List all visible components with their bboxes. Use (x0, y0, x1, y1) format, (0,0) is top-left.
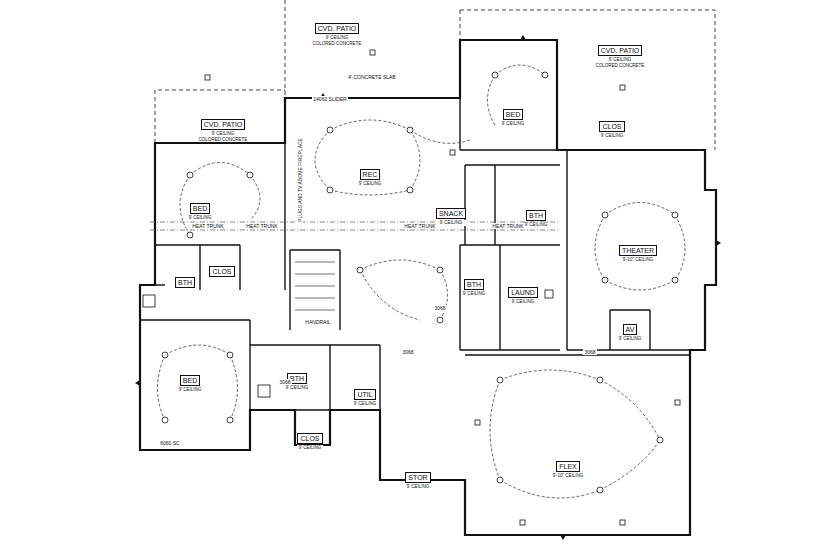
room-note: 9' CEILING (354, 401, 377, 407)
plan-note: 4' CONCRETE SLAB (347, 74, 396, 80)
room-name: BTH (464, 279, 484, 290)
room-tag: BED9' CEILING (502, 103, 525, 127)
room-tag: CLOS9' CEILING (297, 427, 322, 451)
plan-note: 3068 (583, 349, 596, 355)
plan-note: 6060 SC (159, 440, 180, 446)
room-note: 9'-10" CEILING (619, 257, 657, 263)
room-name: CVD. PATIO (598, 45, 643, 56)
room-note: 9'-10" CEILING (553, 473, 584, 479)
room-note: 9' CEILING (359, 181, 382, 187)
room-name: BED (180, 375, 200, 386)
room-tag: BED9' CEILING (179, 369, 202, 393)
room-tag: BTH9' CEILING (463, 273, 486, 297)
plan-note: HEAT TRUNK (245, 223, 278, 229)
room-tag: CVD. PATIO9' CEILINGCOLORED CONCRETE (199, 113, 248, 142)
room-name: CLOS (209, 266, 234, 277)
room-note: 9' CEILING (297, 445, 322, 451)
room-name: BED (190, 203, 210, 214)
room-name: CLOS (297, 433, 322, 444)
room-tag: LAUND9' CEILING (508, 281, 538, 305)
room-note: 9' CEILING (189, 215, 212, 221)
room-name: CVD. PATIO (201, 119, 246, 130)
room-note: 9' CEILING (508, 299, 538, 305)
room-note: 9' CEILING (463, 291, 486, 297)
plan-note: PLUGS AND TV ABOVE FIREPLACE (297, 137, 303, 223)
room-name: BED (503, 109, 523, 120)
room-name: AV (623, 324, 638, 335)
room-note: 9' CEILING (405, 484, 430, 490)
plan-note: HEAT TRUNK (491, 223, 524, 229)
room-tag: REC9' CEILING (359, 163, 382, 187)
room-name: UTIL (354, 389, 375, 400)
plan-note: 14060 SLIDER (312, 96, 347, 102)
room-note: 9' CEILING (286, 385, 309, 391)
room-tag: BTH (175, 271, 195, 289)
room-name: REC (360, 169, 381, 180)
room-tag: CLOS (209, 260, 234, 278)
room-name: STOR (405, 472, 430, 483)
room-tag: BED9' CEILING (189, 197, 212, 221)
plan-note: HANDRAIL (304, 319, 331, 325)
room-name: BTH (175, 277, 195, 288)
room-name: SNACK (436, 208, 466, 219)
room-tag: CVD. PATIO9' CEILINGCOLORED CONCRETE (313, 17, 362, 46)
room-note: 9' CEILING (599, 133, 624, 139)
room-note: 9' CEILING (502, 121, 525, 127)
room-name: LAUND (508, 287, 538, 298)
room-name: FLEX (556, 461, 580, 472)
room-name: CVD. PATIO (315, 23, 360, 34)
room-note: COLORED CONCRETE (596, 63, 645, 69)
plan-note: 3068 (401, 349, 414, 355)
plan-note: 3068 (433, 305, 446, 311)
plan-note: HEAT TRUNK (403, 223, 436, 229)
room-tag: CVD. PATIO9' CEILINGCOLORED CONCRETE (596, 39, 645, 68)
room-name: CLOS (599, 121, 624, 132)
room-tag: CLOS9' CEILING (599, 115, 624, 139)
room-tag: SNACK9' CEILING (436, 202, 466, 226)
room-note: COLORED CONCRETE (313, 41, 362, 47)
room-tag: FLEX9'-10" CEILING (553, 455, 584, 479)
room-tag: UTIL9' CEILING (354, 383, 377, 407)
room-tag: THEATER9'-10" CEILING (619, 239, 657, 263)
room-note: 9' CEILING (525, 222, 548, 228)
plan-note: 3068 (278, 379, 291, 385)
room-name: THEATER (619, 245, 657, 256)
plan-note: HEAT TRUNK (191, 223, 224, 229)
room-tag: BTH9' CEILING (525, 204, 548, 228)
room-note: 9' CEILING (619, 336, 642, 342)
room-note: COLORED CONCRETE (199, 137, 248, 143)
room-tag: AV9' CEILING (619, 318, 642, 342)
room-name: BTH (526, 210, 546, 221)
room-note: 9' CEILING (179, 387, 202, 393)
room-note: 9' CEILING (436, 220, 466, 226)
room-tag: STOR9' CEILING (405, 466, 430, 490)
